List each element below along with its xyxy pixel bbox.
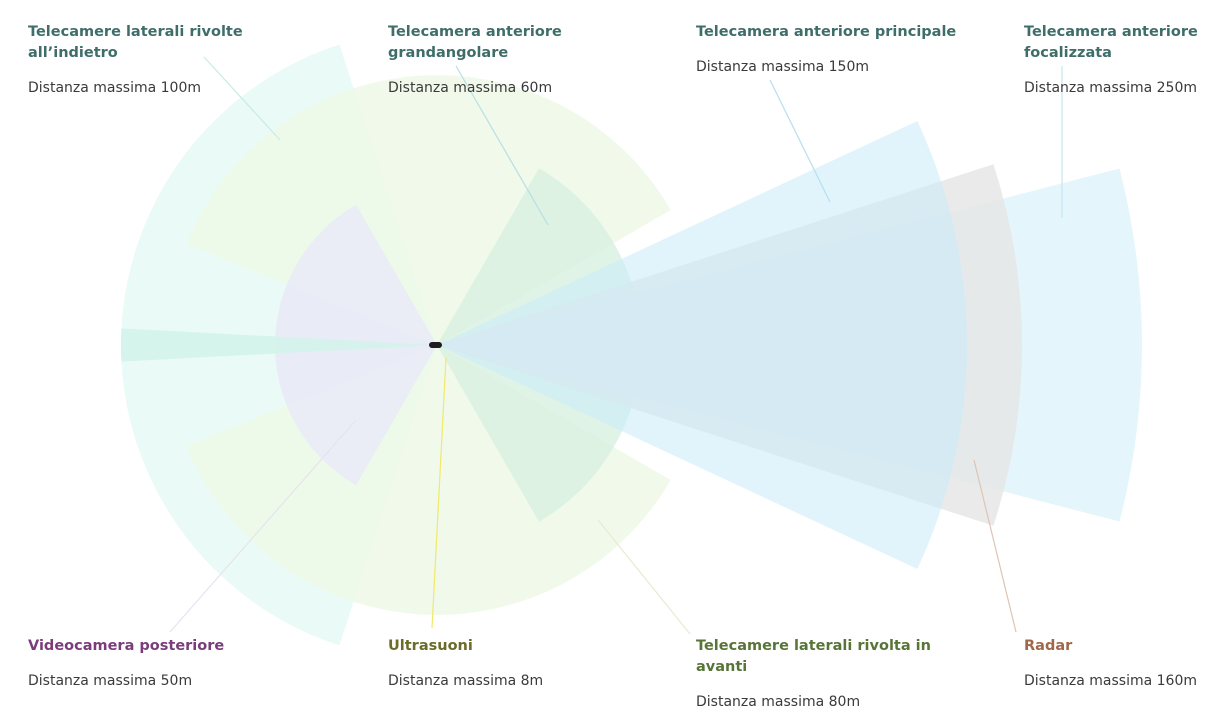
label-distance: Distanza massima 250m: [1024, 80, 1198, 96]
label-title: Telecamera anteriore grandangolare: [388, 24, 562, 61]
leader-radar: [973, 459, 1017, 633]
label-title: Telecamera anteriore principale: [696, 24, 957, 40]
label-radar: Radar Distanza massima 160m: [1024, 636, 1214, 691]
label-distance: Distanza massima 60m: [388, 80, 553, 96]
label-distance: Distanza massima 80m: [696, 694, 861, 710]
label-wide-front-camera: Telecamera anteriore grandangolare Dista…: [388, 22, 618, 98]
label-distance: Distanza massima 150m: [696, 59, 870, 75]
label-title: Telecamera anteriore focalizzata: [1024, 24, 1198, 61]
rear-beam-sector: [120, 328, 438, 362]
leader-wide: [455, 65, 549, 226]
leader-main: [769, 79, 831, 203]
leader-ultra: [431, 357, 447, 629]
main-camera-sector: [437, 121, 967, 569]
label-distance: Distanza massima 50m: [28, 673, 193, 689]
leader-rear: [169, 419, 357, 633]
car-icon: [429, 342, 442, 348]
label-distance: Distanza massima 100m: [28, 80, 202, 96]
label-title: Ultrasuoni: [388, 638, 473, 654]
label-side-front-cameras: Telecamere laterali rivolta in avanti Di…: [696, 636, 986, 712]
label-title: Videocamera posteriore: [28, 638, 225, 654]
label-distance: Distanza massima 160m: [1024, 673, 1198, 689]
leader-side-rear: [203, 56, 281, 141]
label-ultrasonic: Ultrasuoni Distanza massima 8m: [388, 636, 618, 691]
leader-side-front: [597, 519, 691, 635]
label-title: Telecamere laterali rivolte all’indietro: [28, 24, 243, 61]
label-title: Radar: [1024, 638, 1073, 654]
coverage-sectors: [120, 44, 1142, 646]
label-narrow-front-camera: Telecamera anteriore focalizzata Distanz…: [1024, 22, 1224, 98]
leader-lines: [169, 56, 1063, 635]
label-title: Telecamere laterali rivolta in avanti: [696, 638, 931, 675]
label-side-rear-cameras: Telecamere laterali rivolte all’indietro…: [28, 22, 258, 98]
label-distance: Distanza massima 8m: [388, 673, 544, 689]
label-rear-camera: Videocamera posteriore Distanza massima …: [28, 636, 288, 691]
label-main-front-camera: Telecamera anteriore principale Distanza…: [696, 22, 976, 77]
